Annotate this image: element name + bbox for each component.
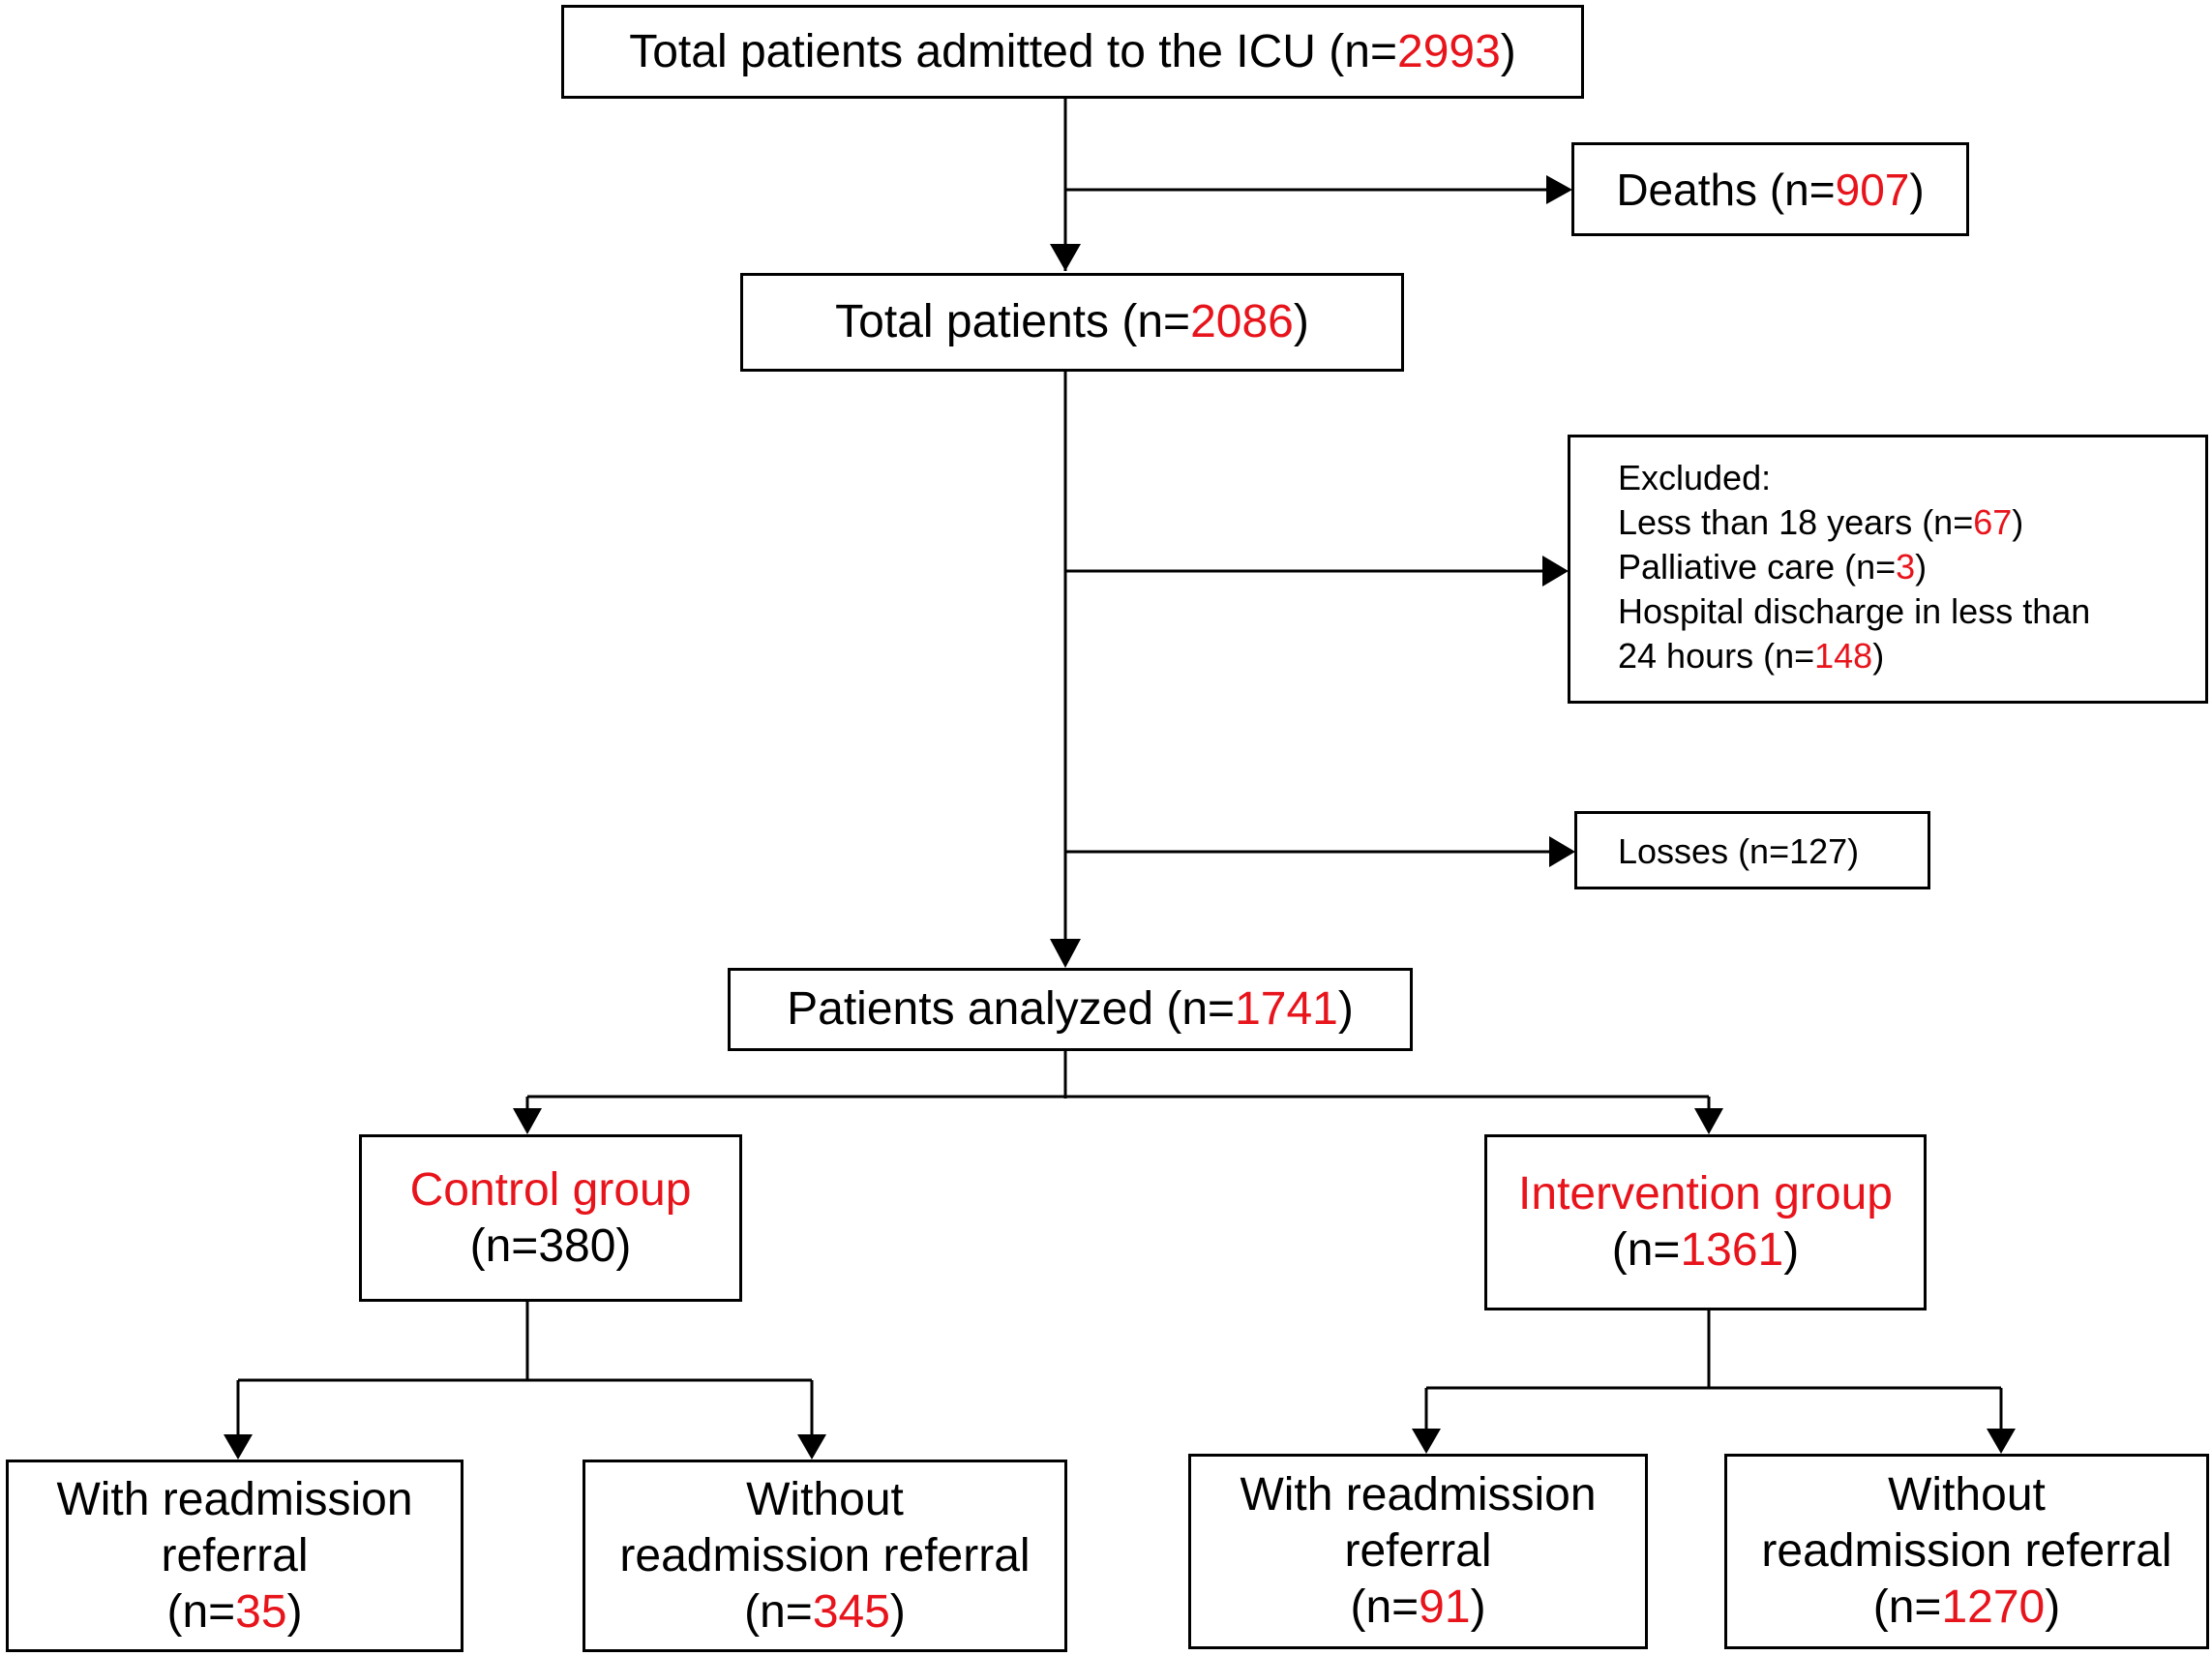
- arrow-to-control: [513, 1108, 542, 1134]
- arrow-to-intervention: [1694, 1108, 1723, 1134]
- total-count: 2086: [1190, 296, 1294, 347]
- arrow-to-control-with: [224, 1434, 253, 1460]
- analyzed-box: Patients analyzed (n=1741): [728, 968, 1413, 1051]
- excluded-box: Excluded: Less than 18 years (n=67) Pall…: [1568, 435, 2208, 704]
- arrow-to-control-without: [797, 1434, 826, 1460]
- deaths-text: Deaths (n=907): [1616, 164, 1925, 215]
- admitted-text: Total patients admitted to the ICU (n=29…: [629, 25, 1516, 77]
- arrow-to-excluded: [1542, 556, 1569, 587]
- arrow-to-deaths: [1546, 175, 1572, 204]
- arrow-to-total: [1050, 244, 1081, 271]
- arrow-to-intervention-with: [1412, 1429, 1441, 1454]
- deaths-count: 907: [1835, 164, 1910, 215]
- control-without-count: 345: [812, 1585, 890, 1638]
- admitted-count: 2993: [1397, 25, 1501, 77]
- losses-box: Losses (n=127): [1574, 811, 1930, 889]
- excluded-discharge-line1: Hospital discharge in less than: [1618, 591, 2091, 631]
- control-without-readmission-box: Without readmission referral (n=345): [583, 1460, 1067, 1652]
- analyzed-count: 1741: [1235, 983, 1338, 1035]
- intervention-with-count: 91: [1419, 1581, 1471, 1633]
- control-with-count: 35: [235, 1585, 287, 1638]
- control-group-count: (n=380): [469, 1219, 632, 1272]
- admitted-box: Total patients admitted to the ICU (n=29…: [561, 5, 1584, 99]
- excluded-palliative: Palliative care (n=3): [1618, 547, 1928, 587]
- total-text: Total patients (n=2086): [835, 296, 1309, 347]
- intervention-group-box: Intervention group (n=1361): [1484, 1134, 1927, 1310]
- total-box: Total patients (n=2086): [740, 273, 1404, 372]
- intervention-without-count: 1270: [1941, 1581, 2046, 1633]
- control-with-readmission-box: With readmission referral (n=35): [6, 1460, 463, 1652]
- losses-text: Losses (n=127): [1618, 831, 1860, 871]
- intervention-with-readmission-box: With readmission referral (n=91): [1188, 1454, 1648, 1649]
- arrowheads: [224, 175, 2016, 1460]
- analyzed-text: Patients analyzed (n=1741): [787, 983, 1354, 1035]
- deaths-box: Deaths (n=907): [1571, 142, 1969, 236]
- excluded-under18: Less than 18 years (n=67): [1618, 502, 2024, 542]
- intervention-group-count: (n=1361): [1611, 1224, 1800, 1276]
- excluded-title: Excluded:: [1618, 458, 1772, 497]
- intervention-group-title: Intervention group: [1518, 1168, 1893, 1219]
- arrow-to-losses: [1549, 836, 1575, 867]
- control-group-title: Control group: [409, 1163, 692, 1216]
- excluded-discharge-line2: 24 hours (n=148): [1618, 636, 1885, 676]
- arrow-to-intervention-without: [1987, 1429, 2016, 1454]
- arrow-to-analyzed: [1050, 939, 1081, 968]
- intervention-without-readmission-box: Without readmission referral (n=1270): [1724, 1454, 2209, 1649]
- control-group-box: Control group (n=380): [359, 1134, 742, 1302]
